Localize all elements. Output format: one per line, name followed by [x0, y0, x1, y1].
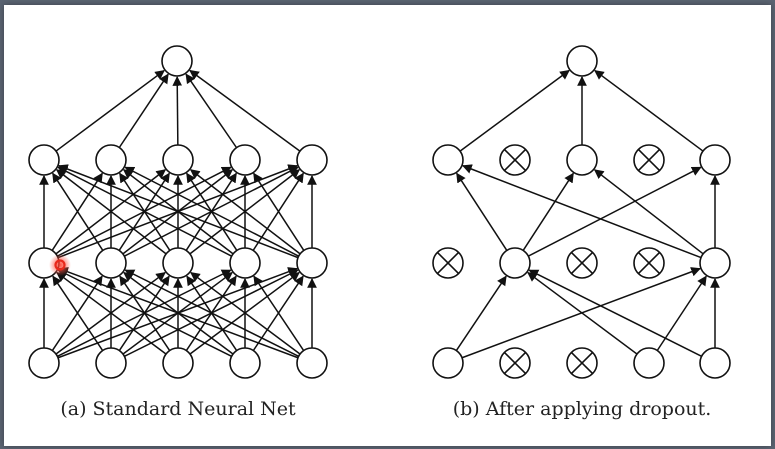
dropout-edge-l2-4-to-0 — [594, 69, 704, 152]
standard-input-node-3 — [162, 347, 194, 379]
dropout-hidden2-node-4-dropped-cross-b — [637, 148, 661, 172]
dropout-net-edges — [455, 69, 720, 359]
standard-hidden2-node-2 — [95, 144, 127, 176]
standard-input-node-4 — [229, 347, 261, 379]
standard-edge-l1-4-to-0 — [58, 164, 299, 259]
dropout-hidden2-node-1 — [432, 144, 464, 176]
dropout-input-node-1 — [432, 347, 464, 379]
dropout-hidden1-node-2 — [499, 247, 531, 279]
dropout-edge-l2-0-to-0 — [459, 69, 570, 152]
dropout-hidden2-node-2-dropped-cross-b — [503, 148, 527, 172]
standard-edge-l0-4-to-2 — [190, 271, 301, 355]
dropout-edge-l0-0-to-1 — [455, 275, 507, 351]
standard-edge-l0-3-to-0 — [57, 269, 232, 357]
dropout-hidden2-node-5 — [699, 144, 731, 176]
dropout-edge-l1-1-to-4 — [527, 166, 702, 257]
standard-hidden2-node-3 — [162, 144, 194, 176]
dropout-edge-l1-4-to-0 — [462, 164, 702, 259]
dropout-hidden1-node-4-dropped-cross-b — [637, 251, 661, 275]
dropout-hidden1-node-5 — [699, 247, 731, 279]
standard-net-nodes — [28, 45, 328, 379]
dropout-hidden2-node-3 — [566, 144, 598, 176]
standard-hidden2-node-1 — [28, 144, 60, 176]
standard-input-node-5 — [296, 347, 328, 379]
standard-hidden1-node-2 — [95, 247, 127, 279]
standard-edge-l0-2-to-0 — [56, 271, 167, 355]
dropout-edge-l1-4-to-2 — [593, 169, 704, 255]
dropout-input-node-2-dropped-cross-b — [503, 351, 527, 375]
standard-edge-l1-4-to-1 — [124, 166, 299, 257]
standard-edge-l2-2-to-0 — [172, 76, 183, 146]
standard-edge-l2-0-to-0 — [55, 69, 165, 152]
dropout-edge-l0-3-to-4 — [656, 275, 707, 351]
cursor-ring — [54, 259, 66, 271]
standard-output-node-1 — [161, 45, 193, 77]
standard-edge-l1-2-to-0 — [55, 169, 167, 255]
dropout-diagram: (a) Standard Neural Net (b) After applyi… — [28, 45, 731, 420]
standard-hidden2-node-5 — [296, 144, 328, 176]
standard-hidden1-node-4 — [229, 247, 261, 279]
dropout-hidden1-node-3-dropped-cross-b — [570, 251, 594, 275]
standard-edge-l1-4-to-2 — [189, 169, 301, 255]
standard-net-edges — [39, 69, 317, 359]
dropout-input-node-3-dropped-cross-b — [570, 351, 594, 375]
standard-input-node-1 — [28, 347, 60, 379]
dropout-output-node-1 — [566, 45, 598, 77]
standard-hidden1-node-3 — [162, 247, 194, 279]
standard-edge-l2-1-to-0 — [118, 73, 169, 148]
dropout-edge-l1-1-to-0 — [456, 172, 508, 251]
standard-edge-l2-4-to-0 — [189, 69, 301, 152]
standard-edge-l0-4-to-0 — [58, 267, 299, 359]
standard-edge-l0-4-to-3 — [253, 275, 305, 351]
cursor-highlight — [49, 254, 71, 276]
standard-edge-l0-1-to-0 — [52, 275, 104, 351]
standard-edge-l2-3-to-0 — [185, 73, 238, 149]
standard-edge-l1-3-to-0 — [57, 166, 232, 257]
dropout-input-node-5 — [699, 347, 731, 379]
standard-hidden1-node-5 — [296, 247, 328, 279]
standard-edge-l1-1-to-0 — [52, 172, 104, 251]
figure-panel: (a) Standard Neural Net (b) After applyi… — [4, 5, 771, 446]
standard-hidden2-node-4 — [229, 144, 261, 176]
dropout-net-nodes — [432, 45, 731, 379]
dropout-edge-l0-4-to-1 — [528, 269, 702, 357]
dropout-edge-l0-3-to-1 — [527, 271, 638, 355]
cursor-glow — [49, 254, 71, 276]
standard-input-node-2 — [95, 347, 127, 379]
dropout-hidden1-node-1-dropped-cross-b — [436, 251, 460, 275]
caption-standard-net: (a) Standard Neural Net — [60, 398, 296, 420]
standard-edge-l0-4-to-1 — [124, 269, 299, 357]
dropout-input-node-4 — [633, 347, 665, 379]
caption-dropout-net: (b) After applying dropout. — [453, 398, 712, 420]
dropout-edge-l1-1-to-2 — [522, 172, 574, 251]
standard-edge-l1-4-to-3 — [253, 172, 305, 251]
